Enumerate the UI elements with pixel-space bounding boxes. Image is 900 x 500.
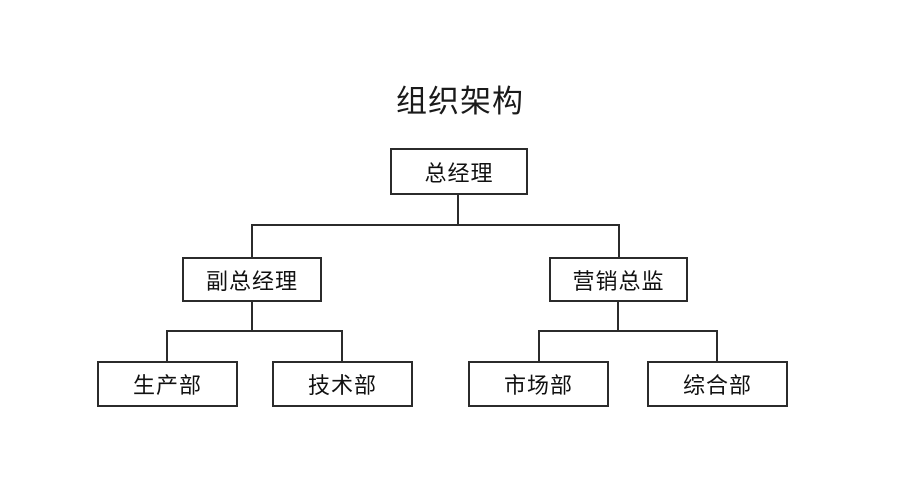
connector-marketing-drop xyxy=(618,224,620,257)
diagram-title: 组织架构 xyxy=(396,84,524,119)
org-node-general-manager[interactable]: 总经理 xyxy=(390,148,528,195)
connector-marketing-stem xyxy=(617,302,619,331)
connector-level2-rail xyxy=(251,224,620,226)
connector-general-drop xyxy=(716,330,718,361)
org-node-deputy-general-manager[interactable]: 副总经理 xyxy=(182,257,322,302)
org-node-production-dept[interactable]: 生产部 xyxy=(97,361,238,407)
connector-deputy-stem xyxy=(251,302,253,331)
org-node-market-dept[interactable]: 市场部 xyxy=(468,361,609,407)
connector-deputy-rail xyxy=(166,330,343,332)
org-node-technology-dept[interactable]: 技术部 xyxy=(272,361,413,407)
connector-technology-drop xyxy=(341,330,343,361)
connector-deputy-drop xyxy=(251,224,253,257)
connector-market-drop xyxy=(538,330,540,361)
org-node-general-affairs-dept[interactable]: 综合部 xyxy=(647,361,788,407)
connector-marketing-rail xyxy=(538,330,718,332)
org-node-marketing-director[interactable]: 营销总监 xyxy=(549,257,688,302)
connector-root-stem xyxy=(457,195,459,225)
connector-production-drop xyxy=(166,330,168,361)
